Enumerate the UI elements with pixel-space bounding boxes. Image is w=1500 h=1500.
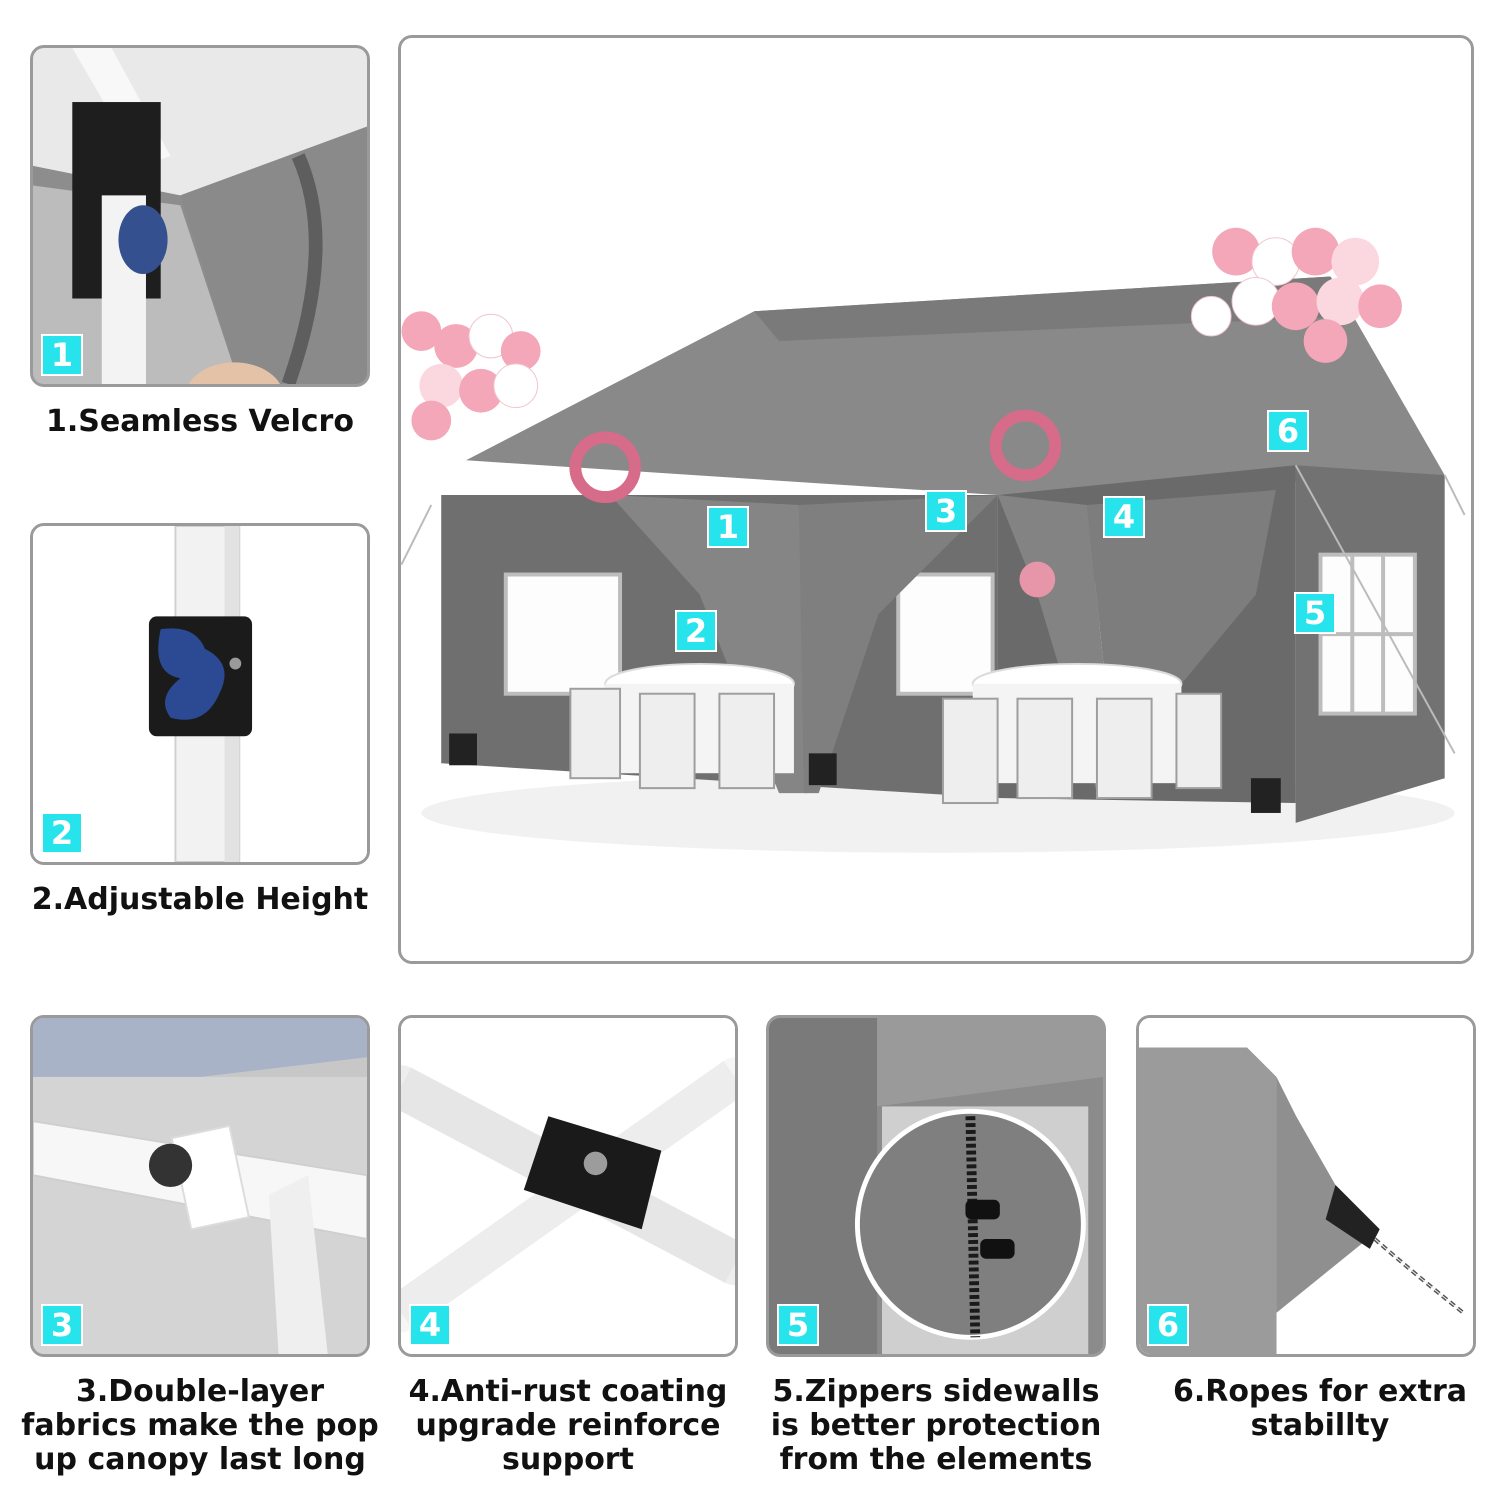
hero-callout-3: 3 xyxy=(925,490,967,532)
feature-3-photo: 3 xyxy=(30,1015,370,1357)
feature-number-badge: 5 xyxy=(777,1304,819,1346)
feature-2-caption: 2.Adjustable Height xyxy=(31,882,369,917)
feature-6-photo: 6 xyxy=(1136,1015,1476,1357)
double-layer-fabric-illustration xyxy=(33,1018,367,1354)
feature-3-caption: 3.Double-layer fabrics make the pop up c… xyxy=(21,1374,379,1477)
canopy-tent-illustration xyxy=(401,38,1471,961)
feature-6-caption: 6.Ropes for extra stabillty xyxy=(1172,1374,1468,1443)
feature-2-photo: 2 xyxy=(30,523,370,865)
feature-4-photo: 4 xyxy=(398,1015,738,1357)
feature-number-badge: 1 xyxy=(41,334,83,376)
velcro-illustration xyxy=(33,48,367,384)
feature-number-badge: 4 xyxy=(409,1304,451,1346)
hero-callout-1: 1 xyxy=(707,506,749,548)
feature-5-photo: 5 xyxy=(766,1015,1106,1357)
anti-rust-frame-illustration xyxy=(401,1018,735,1354)
hero-callout-5: 5 xyxy=(1294,592,1336,634)
feature-number-badge: 3 xyxy=(41,1304,83,1346)
feature-5-caption: 5.Zippers sidewalls is better protection… xyxy=(770,1374,1102,1477)
rope-stability-illustration xyxy=(1139,1018,1473,1354)
height-adjuster-illustration xyxy=(33,526,367,862)
tent-hero-image: 1 2 3 4 5 6 xyxy=(398,35,1474,964)
feature-4-caption: 4.Anti-rust coating upgrade reinforce su… xyxy=(408,1374,728,1477)
hero-callout-2: 2 xyxy=(675,610,717,652)
feature-1-caption: 1.Seamless Velcro xyxy=(46,404,354,439)
feature-number-badge: 2 xyxy=(41,812,83,854)
feature-number-badge: 6 xyxy=(1147,1304,1189,1346)
zipper-sidewall-illustration xyxy=(769,1018,1103,1354)
hero-callout-6: 6 xyxy=(1267,410,1309,452)
feature-1-photo: 1 xyxy=(30,45,370,387)
hero-callout-4: 4 xyxy=(1103,496,1145,538)
